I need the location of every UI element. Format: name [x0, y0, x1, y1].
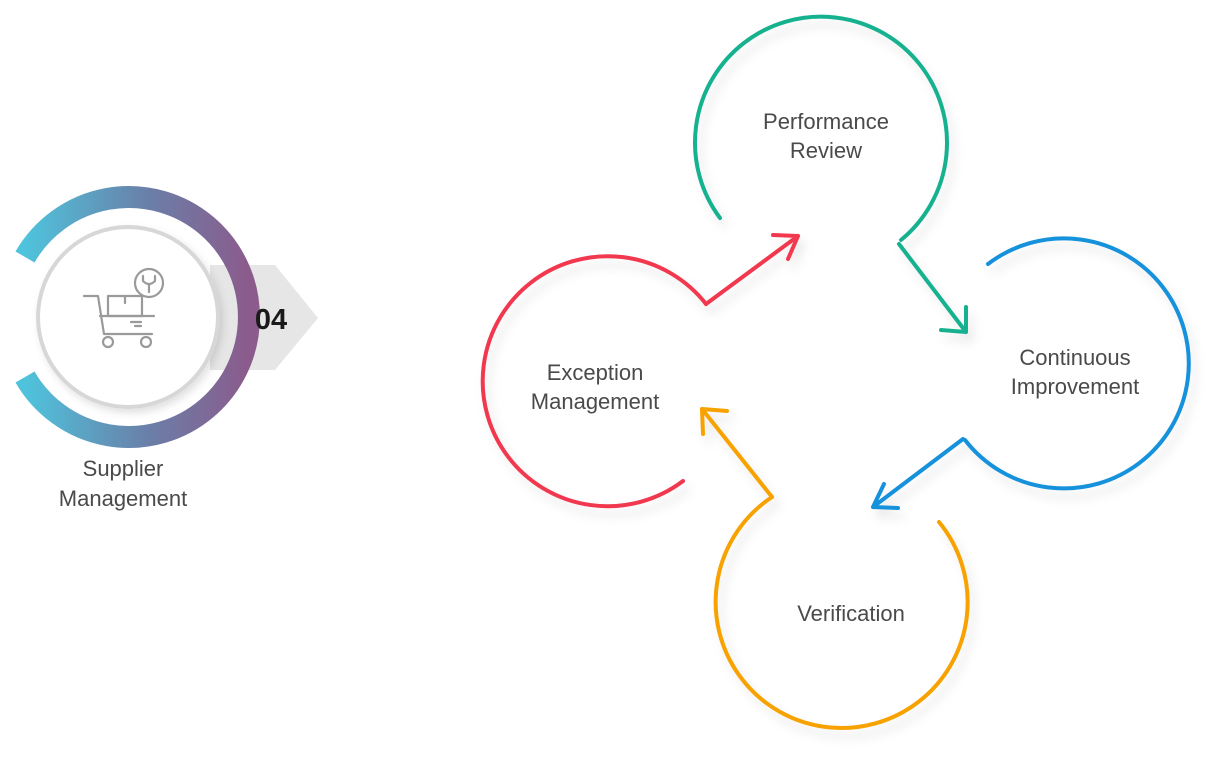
- cycle-labels: Performance Review Continuous Improvemen…: [531, 109, 1139, 626]
- performance-review-label-line-2: Review: [790, 138, 862, 163]
- node-exception-management: [480, 233, 800, 509]
- continuous-improvement-arc: [963, 236, 1191, 491]
- exception-management-label-line-2: Management: [531, 389, 659, 414]
- step-number: 04: [255, 304, 287, 336]
- gradient-ring: [15, 186, 260, 448]
- node-continuous-improvement: [871, 236, 1191, 510]
- badge-caption-line-2: Management: [59, 486, 187, 511]
- badge-caption-line-1: Supplier: [83, 456, 164, 481]
- cycle-diagram: [480, 14, 1191, 730]
- exception-management-label-line-1: Exception: [547, 360, 644, 385]
- supplier-management-badge: 04 Supplier Management: [15, 186, 318, 511]
- node-verification: [700, 407, 970, 730]
- performance-review-arc: [693, 14, 949, 242]
- exception-management-arc: [480, 254, 708, 509]
- verification-label: Verification: [797, 601, 905, 626]
- performance-review-connector-arrow: [897, 242, 968, 334]
- supplier-cart-icon: [82, 267, 165, 349]
- continuous-improvement-connector-arrow: [871, 437, 965, 510]
- verification-arc: [713, 495, 970, 730]
- continuous-improvement-label-line-1: Continuous: [1019, 345, 1130, 370]
- continuous-improvement-label-line-2: Improvement: [1011, 374, 1139, 399]
- performance-review-label-line-1: Performance: [763, 109, 889, 134]
- node-performance-review: [693, 14, 968, 334]
- exception-management-connector-arrow: [704, 233, 800, 306]
- verification-connector-arrow: [700, 407, 774, 499]
